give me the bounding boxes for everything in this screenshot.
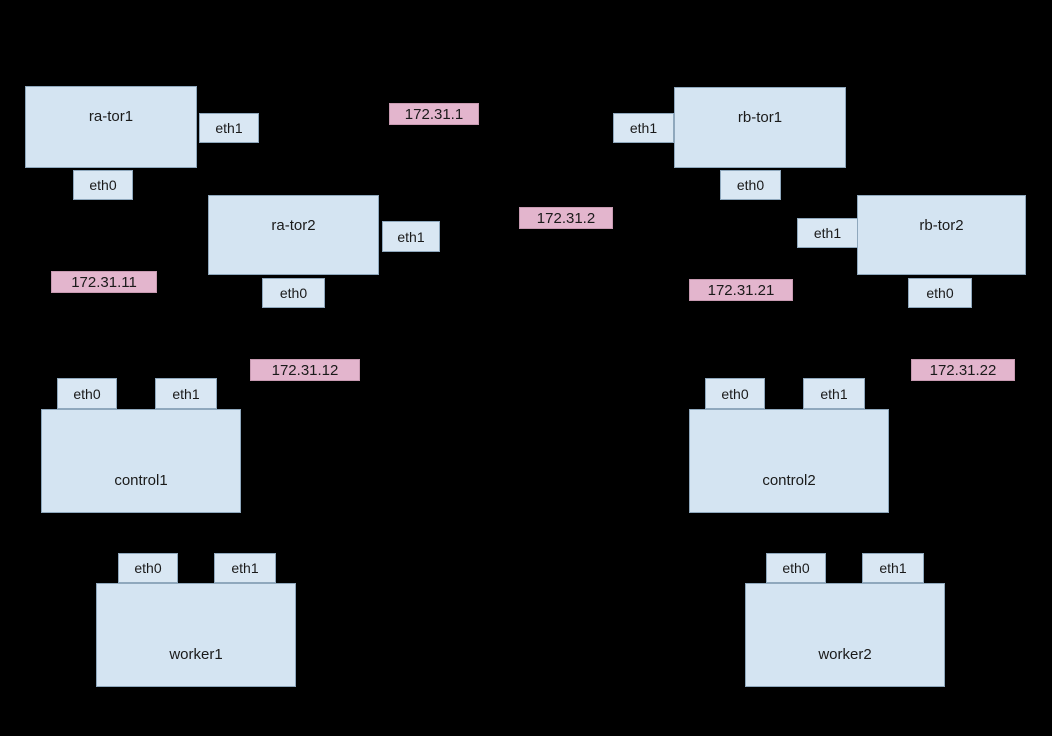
node-control1[interactable]: control1 bbox=[41, 409, 241, 513]
interface-ra-tor1-eth0[interactable]: eth0 bbox=[73, 170, 133, 200]
node-ra-tor1[interactable]: ra-tor1 bbox=[25, 86, 197, 168]
node-ra-tor2[interactable]: ra-tor2 bbox=[208, 195, 379, 275]
interface-label: eth0 bbox=[721, 385, 749, 402]
interface-control2-eth0[interactable]: eth0 bbox=[705, 378, 765, 409]
node-label: worker2 bbox=[818, 646, 872, 663]
interface-control1-eth1[interactable]: eth1 bbox=[155, 378, 217, 409]
ip-label-text: 172.31.12 bbox=[271, 361, 339, 379]
interface-ra-tor2-eth1[interactable]: eth1 bbox=[382, 221, 440, 252]
node-rb-tor1[interactable]: rb-tor1 bbox=[674, 87, 846, 168]
ip-172-31-22: 172.31.22 bbox=[911, 359, 1015, 381]
interface-label: eth1 bbox=[813, 225, 842, 241]
node-label: control1 bbox=[114, 472, 168, 489]
ip-172-31-12: 172.31.12 bbox=[250, 359, 360, 381]
interface-rb-tor1-eth0[interactable]: eth0 bbox=[720, 170, 781, 200]
interface-label: eth0 bbox=[926, 285, 954, 301]
interface-label: eth0 bbox=[89, 177, 117, 193]
interface-rb-tor2-eth0[interactable]: eth0 bbox=[908, 278, 972, 308]
node-worker2[interactable]: worker2 bbox=[745, 583, 945, 687]
ip-172-31-2: 172.31.2 bbox=[519, 207, 613, 229]
ip-172-31-21: 172.31.21 bbox=[689, 279, 793, 301]
node-label: worker1 bbox=[169, 646, 223, 663]
node-label: rb-tor1 bbox=[737, 109, 783, 126]
interface-label: eth1 bbox=[820, 385, 848, 402]
ip-172-31-1: 172.31.1 bbox=[389, 103, 479, 125]
interface-label: eth1 bbox=[629, 120, 658, 136]
interface-rb-tor2-eth1[interactable]: eth1 bbox=[797, 218, 858, 248]
interface-worker2-eth0[interactable]: eth0 bbox=[766, 553, 826, 583]
interface-label: eth1 bbox=[231, 560, 259, 576]
interface-worker2-eth1[interactable]: eth1 bbox=[862, 553, 924, 583]
interface-label: eth0 bbox=[782, 560, 810, 576]
ip-label-text: 172.31.11 bbox=[71, 273, 137, 291]
ip-label-text: 172.31.2 bbox=[536, 209, 596, 227]
interface-control2-eth1[interactable]: eth1 bbox=[803, 378, 865, 409]
node-label: ra-tor1 bbox=[88, 108, 134, 125]
interface-worker1-eth0[interactable]: eth0 bbox=[118, 553, 178, 583]
node-worker1[interactable]: worker1 bbox=[96, 583, 296, 687]
interface-label: eth1 bbox=[215, 120, 243, 136]
interface-label: eth0 bbox=[279, 285, 308, 301]
ip-label-text: 172.31.21 bbox=[707, 281, 775, 299]
node-label: rb-tor2 bbox=[919, 217, 964, 234]
node-rb-tor2[interactable]: rb-tor2 bbox=[857, 195, 1026, 275]
interface-control1-eth0[interactable]: eth0 bbox=[57, 378, 117, 409]
interface-label: eth1 bbox=[397, 228, 425, 245]
interface-ra-tor1-eth1[interactable]: eth1 bbox=[199, 113, 259, 143]
interface-label: eth0 bbox=[73, 385, 101, 402]
ip-172-31-11: 172.31.11 bbox=[51, 271, 157, 293]
node-label: control2 bbox=[762, 472, 816, 489]
interface-rb-tor1-eth1[interactable]: eth1 bbox=[613, 113, 674, 143]
ip-label-text: 172.31.22 bbox=[929, 361, 997, 379]
interface-label: eth0 bbox=[736, 177, 765, 193]
interface-worker1-eth1[interactable]: eth1 bbox=[214, 553, 276, 583]
node-label: ra-tor2 bbox=[271, 217, 316, 234]
interface-ra-tor2-eth0[interactable]: eth0 bbox=[262, 278, 325, 308]
interface-label: eth0 bbox=[134, 560, 162, 576]
interface-label: eth1 bbox=[172, 385, 200, 402]
ip-label-text: 172.31.1 bbox=[404, 105, 464, 123]
node-control2[interactable]: control2 bbox=[689, 409, 889, 513]
interface-label: eth1 bbox=[879, 560, 907, 576]
